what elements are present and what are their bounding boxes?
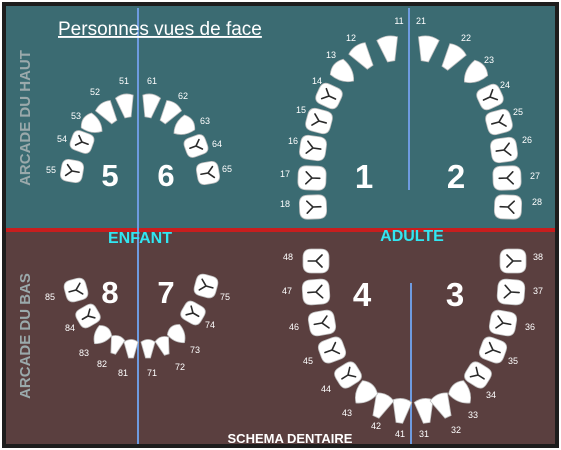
tooth-number-16: 16 xyxy=(288,136,298,146)
tooth-number-35: 35 xyxy=(508,356,518,366)
tooth-number-47: 47 xyxy=(282,286,292,296)
arcade-bottom-label: ARCADE DU BAS xyxy=(17,273,34,399)
quadrant-1: 1 xyxy=(355,158,373,195)
tooth-number-72: 72 xyxy=(175,362,185,372)
tooth-number-33: 33 xyxy=(468,410,478,420)
tooth-number-43: 43 xyxy=(342,408,352,418)
tooth-47 xyxy=(302,279,331,306)
tooth-number-12: 12 xyxy=(346,33,356,43)
tooth-number-63: 63 xyxy=(200,116,210,126)
tooth-number-73: 73 xyxy=(190,345,200,355)
tooth-number-15: 15 xyxy=(296,105,306,115)
tooth-number-26: 26 xyxy=(522,135,532,145)
tooth-number-81: 81 xyxy=(118,368,128,378)
tooth-36 xyxy=(488,309,518,337)
tooth-number-11: 11 xyxy=(394,16,403,26)
tooth-number-31: 31 xyxy=(419,429,429,439)
quadrant-7: 7 xyxy=(157,275,174,310)
adult-label: ADULTE xyxy=(380,228,444,245)
tooth-48 xyxy=(303,249,329,273)
tooth-number-37: 37 xyxy=(533,286,543,296)
tooth-number-41: 41 xyxy=(395,429,405,439)
tooth-number-53: 53 xyxy=(71,111,81,121)
tooth-number-38: 38 xyxy=(533,252,543,262)
tooth-number-82: 82 xyxy=(97,359,107,369)
footer-label: SCHEMA DENTAIRE xyxy=(228,431,353,446)
tooth-27 xyxy=(493,166,522,191)
tooth-number-45: 45 xyxy=(303,356,313,366)
tooth-number-44: 44 xyxy=(321,384,331,394)
tooth-number-54: 54 xyxy=(57,134,67,144)
tooth-number-64: 64 xyxy=(212,139,222,149)
tooth-number-18: 18 xyxy=(280,199,290,209)
child-label: ENFANT xyxy=(108,230,172,247)
quadrant-2: 2 xyxy=(447,158,465,195)
tooth-number-32: 32 xyxy=(451,425,461,435)
tooth-number-23: 23 xyxy=(484,55,494,65)
tooth-38 xyxy=(500,249,526,273)
tooth-17 xyxy=(298,166,327,191)
quadrant-5: 5 xyxy=(101,158,118,193)
tooth-number-27: 27 xyxy=(530,171,540,181)
tooth-number-36: 36 xyxy=(525,322,535,332)
tooth-number-83: 83 xyxy=(79,348,89,358)
tooth-46 xyxy=(307,309,337,337)
tooth-number-51: 51 xyxy=(119,76,129,86)
tooth-number-13: 13 xyxy=(326,50,336,60)
arcade-divider xyxy=(6,228,555,232)
tooth-number-62: 62 xyxy=(178,91,188,101)
tooth-number-74: 74 xyxy=(205,320,215,330)
arcade-top-label: ARCADE DU HAUT xyxy=(17,50,34,186)
tooth-number-14: 14 xyxy=(312,76,322,86)
quadrant-8: 8 xyxy=(101,275,118,310)
tooth-number-25: 25 xyxy=(513,107,523,117)
tooth-26 xyxy=(489,136,518,163)
tooth-number-46: 46 xyxy=(289,322,299,332)
tooth-55 xyxy=(59,158,84,183)
tooth-number-21: 21 xyxy=(416,16,426,26)
tooth-number-28: 28 xyxy=(532,197,542,207)
tooth-number-24: 24 xyxy=(500,80,510,90)
tooth-number-52: 52 xyxy=(90,87,100,97)
quadrant-4: 4 xyxy=(353,276,372,313)
tooth-18 xyxy=(299,195,327,220)
tooth-number-17: 17 xyxy=(280,169,290,179)
tooth-number-65: 65 xyxy=(222,164,232,174)
tooth-number-55: 55 xyxy=(46,165,56,175)
tooth-number-85: 85 xyxy=(45,292,55,302)
page-title: Personnes vues de face xyxy=(58,19,262,40)
tooth-number-71: 71 xyxy=(147,368,157,378)
tooth-37 xyxy=(497,279,526,306)
tooth-number-48: 48 xyxy=(283,252,293,262)
quadrant-6: 6 xyxy=(157,158,174,193)
tooth-number-34: 34 xyxy=(486,390,496,400)
quadrant-3: 3 xyxy=(446,276,464,313)
tooth-number-42: 42 xyxy=(371,421,381,431)
tooth-number-75: 75 xyxy=(220,292,230,302)
tooth-number-22: 22 xyxy=(461,33,471,43)
tooth-65 xyxy=(195,160,220,185)
tooth-28 xyxy=(494,195,522,220)
tooth-number-84: 84 xyxy=(65,323,75,333)
tooth-number-61: 61 xyxy=(147,76,157,86)
tooth-16 xyxy=(298,134,327,161)
